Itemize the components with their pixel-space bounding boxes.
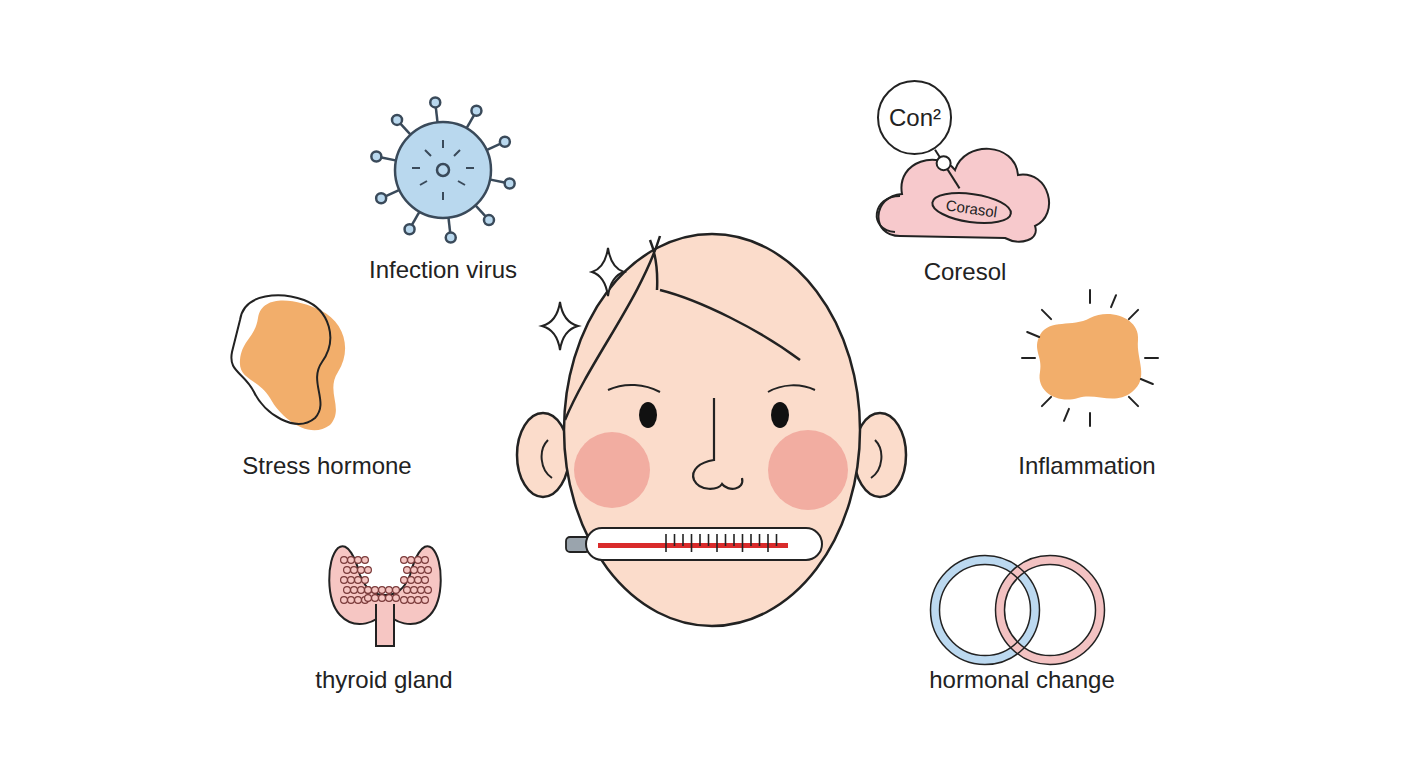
icon-caption: Stress hormone — [242, 452, 411, 480]
connector-line — [935, 150, 959, 189]
icon-caption: thyroid gland — [315, 666, 452, 694]
formula-circle: Con² — [877, 80, 952, 155]
icon-caption: hormonal change — [929, 666, 1114, 694]
feverish-face — [517, 234, 906, 626]
cortisol-cloud — [877, 149, 1049, 242]
inflammation-icon — [1022, 290, 1158, 426]
stress-hormone-blob — [231, 295, 345, 430]
icon-caption: Inflammation — [1018, 452, 1155, 480]
hormone-rings — [931, 556, 1105, 665]
icon-caption: Infection virus — [369, 256, 517, 284]
sparkles — [542, 248, 624, 350]
thyroid-icon — [329, 546, 441, 646]
node-text: Con² — [889, 104, 941, 132]
virus-icon — [371, 97, 514, 242]
icon-caption: Coresol — [924, 258, 1007, 286]
